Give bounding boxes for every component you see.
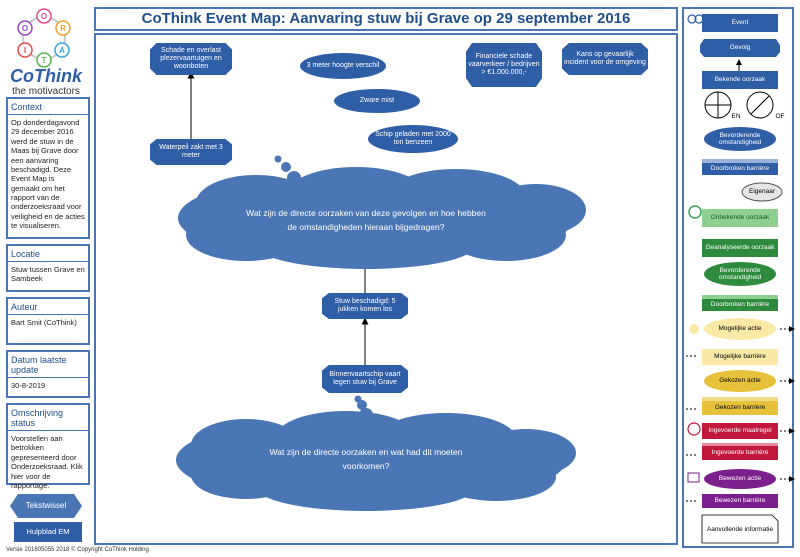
status-body[interactable]: Voorstellen aan betrokken gepresenteerd … xyxy=(11,434,83,490)
legend-bevorderende-green: Bevorderende omstandigheid xyxy=(718,266,762,281)
legend-event: Event xyxy=(731,19,749,27)
top-question-text: Wat zijn de directe oorzaken van deze ge… xyxy=(246,208,486,232)
location-body: Stuw tussen Grave en Sambeek xyxy=(11,265,85,284)
status-panel[interactable]: Omschrijving status Voorstellen aan betr… xyxy=(6,403,90,490)
author-panel: Auteur Bart Smit (CoThink) xyxy=(6,297,90,345)
node-hoogteverschil[interactable]: 3 meter hoogte verschil xyxy=(300,53,386,79)
legend-mogelijke-actie: Mogelijke actie xyxy=(718,325,762,333)
context-header: Context xyxy=(8,99,88,115)
legend-doorbroken-blue: Doorbroken barrière xyxy=(710,165,770,173)
logo-ring-icon: O R A T I O xyxy=(17,8,71,68)
owl-icon xyxy=(687,14,704,24)
cothink-logo: O R A T I O CoThink the motivactors xyxy=(4,4,84,97)
legend-eigenaar: Eigenaar xyxy=(748,188,776,196)
legend-bekende-oorzaak: Bekende oorzaak xyxy=(714,76,766,84)
logo-letter: R xyxy=(60,24,66,33)
legend-aanvullende-informatie: Aanvullende informatie xyxy=(706,526,774,534)
legend-gevolg: Gevolg xyxy=(729,44,751,52)
author-header: Auteur xyxy=(8,299,88,315)
logo-letter: I xyxy=(24,46,26,55)
event-map-canvas: Schade en overlast plezervaartuigen en w… xyxy=(94,33,678,545)
legend-bevorderende-blue: Bevorderende omstandigheid xyxy=(718,131,762,146)
legend-doorbroken-green: Doorbroken barrière xyxy=(710,301,770,309)
context-body: Op donderdagavond 29 december 2016 werd … xyxy=(11,118,85,231)
logo-letter: O xyxy=(22,24,28,33)
location-panel: Locatie Stuw tussen Grave en Sambeek xyxy=(6,244,90,292)
legend-mogelijke-barriere: Mogelijke barrière xyxy=(714,353,766,361)
legend-onbekende-oorzaak: Onbekende oorzaak xyxy=(710,214,770,222)
node-waterpeil[interactable]: Waterpeil zakt met 3 meter xyxy=(150,139,232,165)
bottom-question-cloud-shape xyxy=(176,395,576,511)
legend-geanalyseerde-oorzaak: Geanalyseerde oorzaak xyxy=(705,244,775,252)
date-header: Datum laatste update xyxy=(8,352,88,378)
legend-gekozen-barriere: Gekozen barrière xyxy=(714,404,766,412)
legend-panel: Event Gevolg Bekende oorzaak EN OF Bevor… xyxy=(682,7,795,548)
status-header: Omschrijving status xyxy=(8,405,88,431)
brand-name: CoThink xyxy=(10,66,82,86)
node-mist[interactable]: Zware mist xyxy=(334,89,420,113)
top-question-cloud-shape xyxy=(178,155,586,269)
logo-letter: T xyxy=(42,56,47,65)
node-stuw[interactable]: Stuw beschadigd: 5 jukken komen los xyxy=(322,293,408,319)
date-panel: Datum laatste update 30-8-2019 xyxy=(6,350,90,398)
legend-en: EN xyxy=(731,113,741,121)
legend-shapes xyxy=(686,14,795,544)
refresh-icon xyxy=(688,205,702,219)
logo-letter: A xyxy=(59,46,65,55)
diagram-connectors xyxy=(176,71,586,511)
bottom-question-text: Wat zijn de directe oorzaken en wat had … xyxy=(269,447,463,471)
context-panel: Context Op donderdagavond 29 december 20… xyxy=(6,97,90,239)
legend-bewezen-actie: Bewezen actie xyxy=(718,475,762,483)
text-toggle-button[interactable]: Tekstwissel xyxy=(25,500,67,510)
brand-tagline: the motivactors xyxy=(12,86,80,97)
date-body: 30-8-2019 xyxy=(11,381,46,390)
legend-bewezen-barriere: Bewezen barrière xyxy=(714,497,766,505)
legend-gekozen-actie: Gekozen actie xyxy=(719,377,761,385)
proven-icon xyxy=(687,472,700,483)
lock-icon xyxy=(687,422,701,436)
page-title: CoThink Event Map: Aanvaring stuw bij Gr… xyxy=(94,7,678,31)
author-body: Bart Smit (CoThink) xyxy=(11,318,77,327)
node-schade[interactable]: Schade en overlast plezervaartuigen en w… xyxy=(150,43,232,75)
node-financieel[interactable]: Financiele schade vaarverkeer / bedrijve… xyxy=(466,43,542,87)
help-sheet-button[interactable]: Hulpblad EM xyxy=(14,522,82,542)
location-header: Locatie xyxy=(8,246,88,262)
version-footer: Versie 201805055 2018 © Copyright CoThin… xyxy=(6,547,149,553)
node-kans[interactable]: Kans op gevaarlijk incident voor de omge… xyxy=(562,43,648,75)
logo-letter: O xyxy=(41,12,47,21)
legend-ingevoerde-maatregel: Ingevoerde maatregel xyxy=(708,427,772,435)
legend-ingevoerde-barriere: Ingevoerde barrière xyxy=(711,449,769,457)
legend-of: OF xyxy=(775,113,785,121)
node-binnenvaart[interactable]: Binnenvaartschip vaart tegen stuw bij Gr… xyxy=(322,365,408,393)
node-schip[interactable]: Schip geladen met 2000 ton benzeen xyxy=(368,125,458,153)
